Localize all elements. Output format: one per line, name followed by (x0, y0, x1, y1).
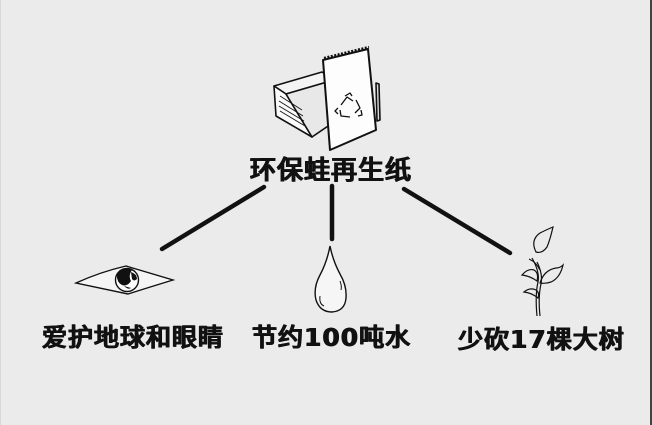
branch-label-earth-eyes: 爱护地球和眼睛 (42, 323, 225, 352)
branch-label-water: 节约100吨水 (252, 323, 412, 352)
connector-right (401, 186, 513, 256)
frame-right-edge (650, 0, 652, 425)
water-drop-icon (314, 245, 347, 313)
recycled-paper-icon (273, 45, 381, 151)
connector-left (159, 184, 267, 252)
sapling-icon (520, 226, 565, 317)
center-title: 环保蛙再生纸 (250, 156, 413, 186)
branch-label-trees: 少砍17棵大树 (458, 325, 625, 354)
frame-left-edge (0, 0, 1, 425)
earth-eye-icon (73, 265, 176, 295)
